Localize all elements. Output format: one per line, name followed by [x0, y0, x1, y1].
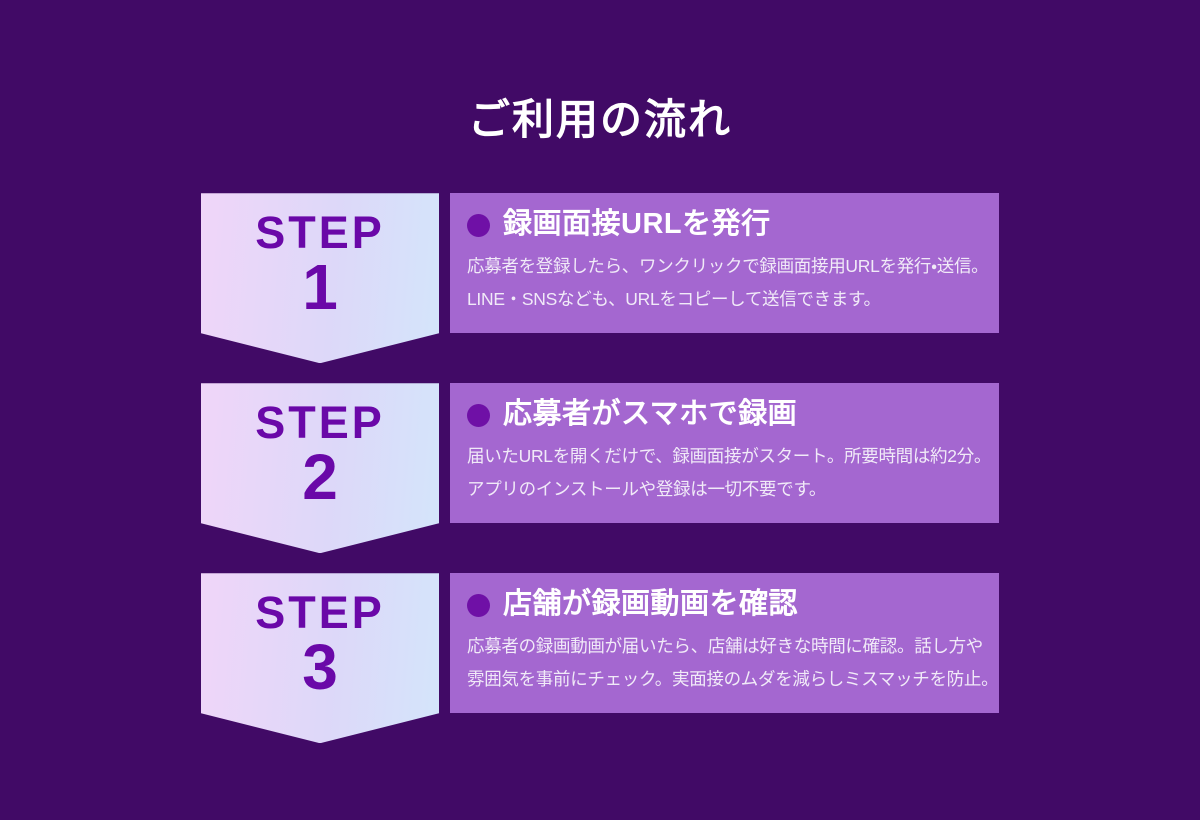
- step-2-heading-row: 応募者がスマホで録画: [467, 398, 987, 431]
- step-3-box: 店舗が録画動画を確認 応募者の録画動画が届いたら、店舗は好きな時間に確認。話し方…: [450, 573, 999, 714]
- step-3-badge: STEP 3: [201, 573, 439, 744]
- step-3-heading: 店舗が録画動画を確認: [503, 588, 799, 621]
- step-2-description-line-2: アプリのインストールや登録は一切不要です。: [467, 479, 827, 500]
- step-3-label: STEP: [255, 587, 385, 639]
- step-3-number: 3: [302, 631, 338, 704]
- step-1-badge: STEP 1: [201, 193, 439, 364]
- step-row-2: STEP 2 応募者がスマホで録画 届いたURLを開くだけで、録画面接がスタート…: [201, 383, 999, 554]
- bullet-circle-icon: [467, 403, 490, 427]
- step-3-description-line-2: 雰囲気を事前にチェック。実面接のムダを減らしミスマッチを防止。: [467, 669, 999, 690]
- page-title: ご利用の流れ: [467, 96, 732, 143]
- bullet-circle-icon: [467, 213, 490, 237]
- step-2-description-line-1: 届いたURLを開くだけで、録画面接がスタート。所要時間は約2分。: [467, 446, 992, 467]
- step-row-1: STEP 1 録画面接URLを発行 応募者を登録したら、ワンクリックで録画面接用…: [201, 193, 999, 364]
- content-column: ご利用の流れ STEP 1 録画面接URLを発行 応募者を登録したら、ワンクリッ…: [201, 0, 999, 744]
- step-1-heading-row: 録画面接URLを発行: [467, 208, 987, 241]
- step-2-number: 2: [302, 441, 338, 514]
- bullet-circle-icon: [467, 593, 490, 617]
- step-1-label: STEP: [255, 207, 385, 259]
- step-1-heading: 録画面接URLを発行: [503, 208, 771, 241]
- step-2-badge: STEP 2: [201, 383, 439, 554]
- step-1-number: 1: [302, 251, 338, 324]
- step-2-box: 応募者がスマホで録画 届いたURLを開くだけで、録画面接がスタート。所要時間は約…: [450, 383, 999, 524]
- step-3-heading-row: 店舗が録画動画を確認: [467, 588, 987, 621]
- step-3-description-line-1: 応募者の録画動画が届いたら、店舗は好きな時間に確認。話し方や: [467, 636, 983, 657]
- step-2-label: STEP: [255, 397, 385, 449]
- step-2-heading: 応募者がスマホで録画: [503, 398, 798, 431]
- step-1-description-line-2: LINE・SNSなども、URLをコピーして送信できます。: [467, 289, 881, 310]
- step-row-3: STEP 3 店舗が録画動画を確認 応募者の録画動画が届いたら、店舗は好きな時間…: [201, 573, 999, 744]
- step-1-box: 録画面接URLを発行 応募者を登録したら、ワンクリックで録画面接用URLを発行・…: [450, 193, 999, 334]
- step-1-description-line-1: 応募者を登録したら、ワンクリックで録画面接用URLを発行・送信。: [467, 256, 989, 277]
